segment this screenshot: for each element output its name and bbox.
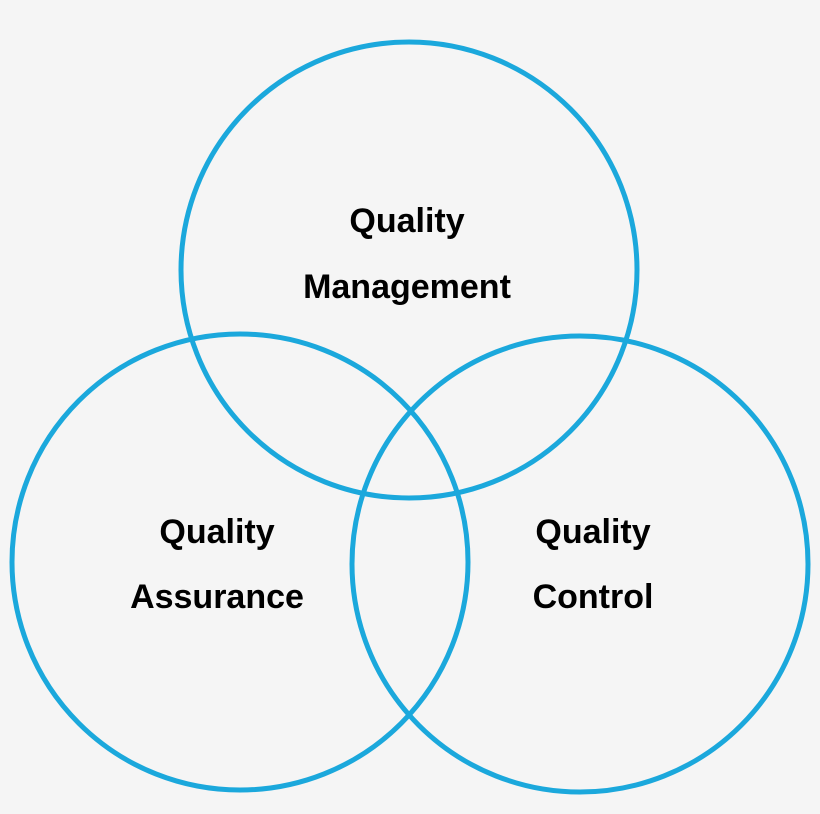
quality-assurance-label-line1: Quality bbox=[159, 513, 274, 551]
quality-assurance-label-line2: Assurance bbox=[130, 578, 304, 616]
quality-management-label: Quality Management bbox=[303, 202, 511, 306]
quality-control-label-line2: Control bbox=[533, 578, 654, 616]
quality-control-label-line1: Quality bbox=[535, 513, 650, 551]
quality-management-circle bbox=[178, 39, 640, 501]
quality-management-label-line2: Management bbox=[303, 268, 511, 306]
quality-management-label-line1: Quality bbox=[349, 202, 464, 240]
quality-assurance-label: Quality Assurance bbox=[130, 513, 304, 616]
quality-assurance-circle bbox=[9, 331, 471, 793]
quality-control-label: Quality Control bbox=[533, 513, 654, 616]
quality-control-circle bbox=[349, 333, 811, 795]
